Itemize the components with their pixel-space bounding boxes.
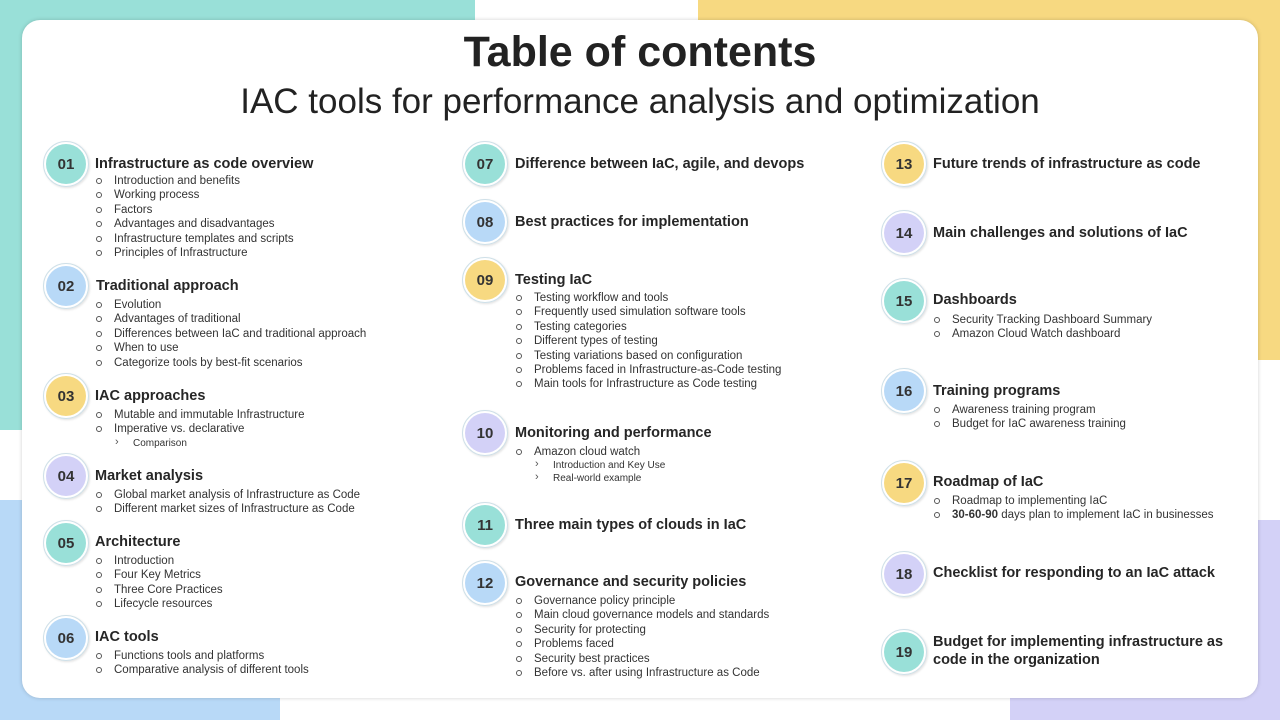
toc-subitem: Amazon Cloud Watch dashboard (933, 327, 1152, 341)
toc-subitem: Before vs. after using Infrastructure as… (515, 666, 769, 680)
toc-heading: Budget for implementing infrastructure a… (933, 634, 1224, 668)
toc-subitem: Evolution (95, 298, 366, 312)
toc-number-badge: 08 (462, 199, 508, 245)
toc-heading: Training programs (933, 383, 1061, 399)
toc-subitem: Different market sizes of Infrastructure… (95, 502, 360, 516)
toc-subitems: Global market analysis of Infrastructure… (95, 488, 360, 517)
toc-number-badge: 05 (43, 520, 89, 566)
toc-subitems: Roadmap to implementing IaC 30-60-90 day… (933, 494, 1213, 523)
toc-number-badge: 12 (462, 560, 508, 606)
toc-subsubitem: Comparison (95, 436, 304, 450)
toc-heading: Testing IaC (515, 272, 593, 288)
toc-subitem: Mutable and immutable Infrastructure (95, 408, 304, 422)
content-card (22, 20, 1258, 698)
toc-subitem: Security best practices (515, 652, 769, 666)
toc-number-badge: 03 (43, 373, 89, 419)
toc-subitem: Different types of testing (515, 334, 781, 348)
toc-subitems: Evolution Advantages of traditional Diff… (95, 298, 366, 370)
toc-number-badge: 13 (881, 141, 927, 187)
toc-heading: Dashboards (933, 292, 1017, 308)
toc-subitem: Roadmap to implementing IaC (933, 494, 1213, 508)
toc-subitem: Lifecycle resources (95, 597, 223, 611)
toc-subitem: Problems faced (515, 637, 769, 651)
toc-number-badge: 01 (43, 141, 89, 187)
toc-subitem: Main tools for Infrastructure as Code te… (515, 377, 781, 391)
toc-subitem: Principles of Infrastructure (95, 246, 294, 260)
toc-subitems: Introduction Four Key Metrics Three Core… (95, 554, 223, 612)
toc-subitem: Three Core Practices (95, 583, 223, 597)
toc-subitem: Governance policy principle (515, 594, 769, 608)
toc-subitem: Imperative vs. declarative (95, 422, 304, 436)
toc-number-badge: 06 (43, 615, 89, 661)
toc-subitem: 30-60-90 days plan to implement IaC in b… (933, 508, 1213, 522)
toc-heading: Best practices for implementation (515, 214, 749, 230)
toc-subitems: Governance policy principle Main cloud g… (515, 594, 769, 680)
toc-subitem: Comparative analysis of different tools (95, 663, 309, 677)
toc-subitem: Differences between IaC and traditional … (95, 327, 366, 341)
toc-subitems: Amazon cloud watch Introduction and Key … (515, 445, 665, 485)
toc-subitem: When to use (95, 341, 366, 355)
toc-subitems: Testing workflow and tools Frequently us… (515, 291, 781, 392)
toc-subitem-rest: days plan to implement IaC in businesses (998, 509, 1214, 522)
toc-subitem: Testing workflow and tools (515, 291, 781, 305)
toc-heading: Market analysis (95, 468, 204, 484)
toc-heading: Infrastructure as code overview (95, 156, 314, 172)
toc-number-badge: 09 (462, 257, 508, 303)
toc-subitem: Categorize tools by best-fit scenarios (95, 356, 366, 370)
toc-heading: Architecture (95, 534, 181, 550)
toc-subitem: Testing variations based on configuratio… (515, 349, 781, 363)
toc-heading: Three main types of clouds in IaC (515, 517, 747, 533)
toc-subitem: Functions tools and platforms (95, 649, 309, 663)
toc-number-badge: 04 (43, 453, 89, 499)
toc-number-badge: 11 (462, 502, 508, 548)
toc-subitems: Mutable and immutable Infrastructure Imp… (95, 408, 304, 450)
toc-subitem: Working process (95, 188, 294, 202)
toc-subitem: Global market analysis of Infrastructure… (95, 488, 360, 502)
toc-subitems: Functions tools and platforms Comparativ… (95, 649, 309, 678)
toc-heading: IAC approaches (95, 388, 206, 404)
toc-subitem-bold: 30-60-90 (952, 509, 999, 522)
toc-subitems: Security Tracking Dashboard Summary Amaz… (933, 313, 1152, 342)
toc-heading: Checklist for responding to an IaC attac… (933, 565, 1215, 581)
toc-heading: IAC tools (95, 629, 159, 645)
toc-number-badge: 15 (881, 278, 927, 324)
toc-subitem: Advantages and disadvantages (95, 217, 294, 231)
toc-subitem: Main cloud governance models and standar… (515, 608, 769, 622)
toc-subitem: Security for protecting (515, 623, 769, 637)
toc-number-badge: 16 (881, 368, 927, 414)
toc-subitem: Introduction (95, 554, 223, 568)
toc-number-badge: 02 (43, 263, 89, 309)
toc-heading: Governance and security policies (515, 574, 747, 590)
toc-subsubitem: Real-world example (515, 471, 665, 485)
toc-heading: Monitoring and performance (515, 425, 712, 441)
toc-heading: Main challenges and solutions of IaC (933, 225, 1188, 241)
toc-subitem: Introduction and benefits (95, 174, 294, 188)
toc-number-badge: 14 (881, 210, 927, 256)
toc-subitem: Testing categories (515, 320, 781, 334)
toc-number-badge: 07 (462, 141, 508, 187)
toc-heading: Difference between IaC, agile, and devop… (515, 156, 805, 172)
toc-number-badge: 17 (881, 460, 927, 506)
toc-subitem: Problems faced in Infrastructure-as-Code… (515, 363, 781, 377)
toc-subitem: Factors (95, 203, 294, 217)
toc-subitems: Introduction and benefits Working proces… (95, 174, 294, 260)
toc-number-badge: 19 (881, 629, 927, 675)
toc-subitem: Budget for IaC awareness training (933, 417, 1126, 431)
toc-subsubitem: Introduction and Key Use (515, 458, 665, 472)
toc-subitem: Amazon cloud watch (515, 445, 665, 459)
toc-number-badge: 18 (881, 551, 927, 597)
toc-subitem: Infrastructure templates and scripts (95, 232, 294, 246)
toc-subitem: Frequently used simulation software tool… (515, 305, 781, 319)
toc-subitems: Awareness training program Budget for Ia… (933, 403, 1126, 432)
toc-heading: Future trends of infrastructure as code (933, 156, 1201, 172)
page-title: Table of contents (463, 28, 817, 76)
toc-heading: Traditional approach (96, 278, 239, 294)
toc-heading: Roadmap of IaC (933, 474, 1044, 490)
toc-subitem: Four Key Metrics (95, 568, 223, 582)
toc-subitem: Advantages of traditional (95, 312, 366, 326)
toc-subitem: Security Tracking Dashboard Summary (933, 313, 1152, 327)
toc-subitem: Awareness training program (933, 403, 1126, 417)
toc-number-badge: 10 (462, 410, 508, 456)
page-subtitle: IAC tools for performance analysis and o… (240, 82, 1040, 121)
